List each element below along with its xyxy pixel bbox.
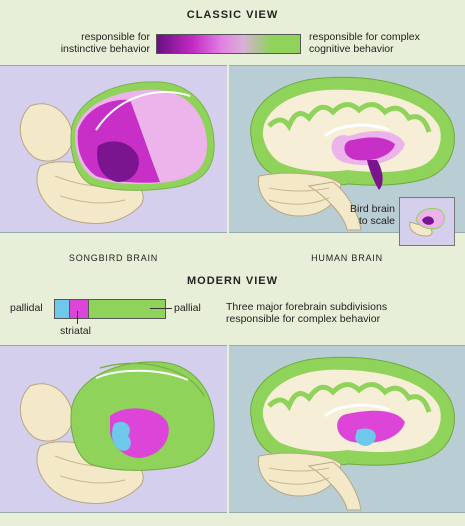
modern-human-striatum — [337, 410, 405, 444]
modern-human-panel — [229, 345, 465, 513]
pallial-label: pallial — [174, 302, 201, 314]
striatal-pointer-line — [77, 311, 78, 324]
classic-human-panel — [229, 65, 465, 233]
modern-view-title: MODERN VIEW — [186, 275, 279, 287]
striatal-segment — [70, 300, 89, 318]
classic-gradient-bar — [156, 34, 301, 54]
human-basal-region — [344, 137, 395, 161]
bird-optic-lobe — [19, 103, 73, 162]
pallidal-segment — [55, 300, 70, 318]
modern-bird-pallidum — [112, 421, 131, 451]
pallidal-label: pallidal — [10, 302, 43, 314]
pallial-segment — [89, 300, 165, 318]
classic-songbird-panel — [0, 65, 227, 233]
human-brain-caption: HUMAN BRAIN — [311, 253, 383, 263]
modern-human-pallidum — [355, 428, 376, 446]
modern-subdivision-bar — [54, 299, 166, 319]
classic-view-title: CLASSIC VIEW — [186, 9, 279, 21]
modern-description: Three major forebrain subdivisions respo… — [226, 301, 388, 325]
modern-songbird-panel — [0, 345, 227, 513]
pallial-pointer-line — [150, 308, 172, 309]
bird-brain-to-scale-label: Bird brain to scale — [350, 203, 395, 227]
legend-instinctive-label: responsible for instinctive behavior — [60, 31, 150, 55]
songbird-brain-caption: SONGBIRD BRAIN — [68, 253, 159, 263]
striatal-label: striatal — [60, 325, 91, 337]
bird-brain-to-scale-inset — [399, 197, 455, 246]
legend-cognitive-label: responsible for complex cognitive behavi… — [309, 31, 420, 55]
